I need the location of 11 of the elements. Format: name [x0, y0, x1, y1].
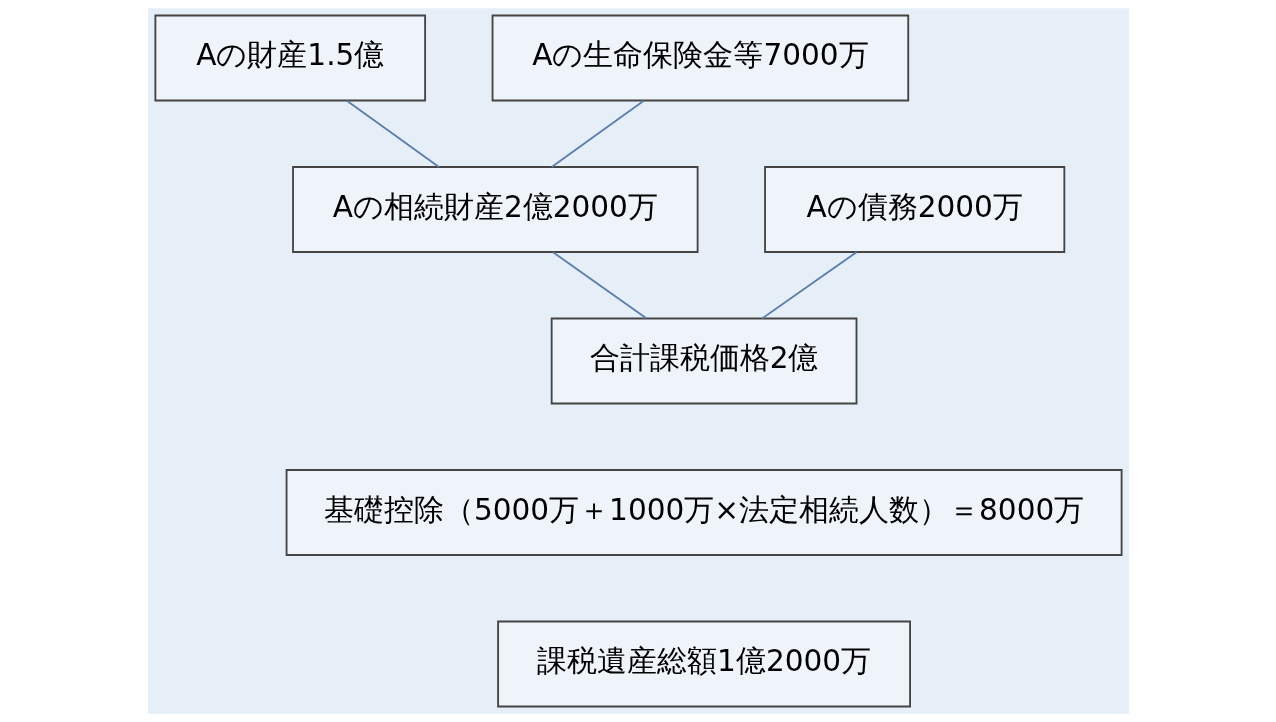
node-box: Aの生命保険金等7000万: [491, 14, 909, 102]
connector: [760, 251, 857, 320]
connector: [345, 99, 440, 168]
node-box: Aの債務2000万: [763, 166, 1065, 253]
connector: [551, 251, 648, 320]
node-box: Aの財産1.5億: [153, 14, 426, 102]
node-box: Aの相続財産2億2000万: [291, 166, 699, 253]
node-box: 基礎控除（5000万＋1000万×法定相続人数）＝8000万: [285, 469, 1123, 556]
node-box: 課税遺産総額1億2000万: [496, 620, 911, 708]
connector: [550, 99, 645, 168]
node-box: 合計課税価格2億: [550, 317, 857, 405]
